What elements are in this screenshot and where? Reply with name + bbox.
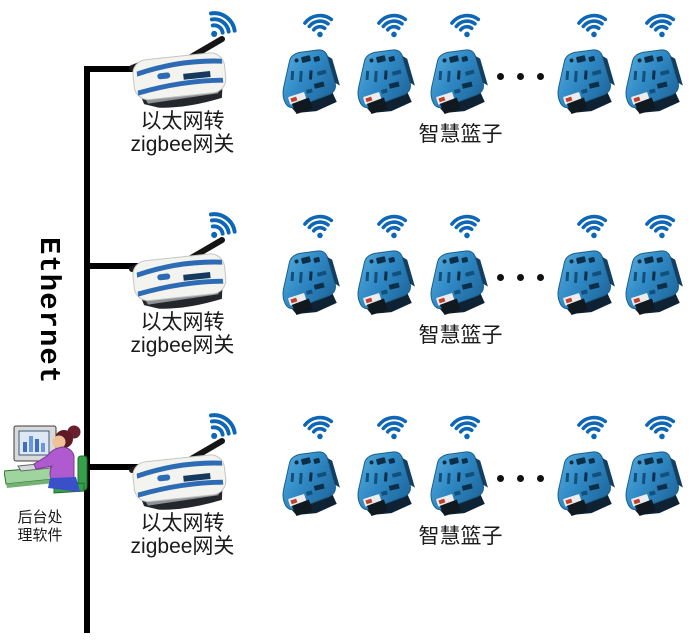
more-devices-ellipsis-icon [497, 73, 544, 80]
backend-software-label-line2: 理软件 [17, 527, 63, 544]
ellipsis-dot [497, 73, 504, 80]
gateway-label: 以太网转 zigbee网关 [110, 311, 255, 357]
zigbee-gateway-device [128, 237, 234, 309]
ellipsis-dot [517, 73, 524, 80]
smart-basket-device [544, 243, 617, 323]
smart-basket-device [269, 42, 342, 122]
branch-line-row3 [84, 464, 142, 470]
smart-basket-device [269, 444, 342, 524]
gateway-label-line2: zigbee网关 [130, 535, 235, 558]
network-segment-row-1: 以太网转 zigbee网关 智慧篮子 [0, 0, 695, 200]
wifi-icon [298, 7, 339, 42]
wifi-icon [372, 208, 413, 243]
wifi-icon [372, 409, 413, 444]
more-devices-ellipsis-icon [497, 274, 544, 281]
gateway-label-line2: zigbee网关 [130, 133, 235, 156]
wifi-icon [640, 409, 681, 444]
zigbee-gateway-device [128, 438, 234, 510]
ellipsis-dot [497, 274, 504, 281]
gateway-label: 以太网转 zigbee网关 [110, 512, 255, 558]
ellipsis-dot [517, 274, 524, 281]
wifi-icon [445, 208, 486, 243]
smart-basket-device [417, 444, 490, 524]
smart-basket-device [544, 444, 617, 524]
backend-software-label: 后台处 理软件 [0, 509, 80, 545]
smart-basket-device [544, 42, 617, 122]
branch-line-row1 [84, 66, 142, 72]
backend-software-label-line1: 后台处 [17, 509, 63, 526]
wifi-icon [640, 7, 681, 42]
wifi-icon [640, 208, 681, 243]
gateway-label-line1: 以太网转 [140, 311, 225, 334]
smart-basket-device [417, 243, 490, 323]
basket-group-label: 智慧篮子 [418, 324, 503, 347]
smart-basket-device [612, 444, 685, 524]
network-segment-row-2: 以太网转 zigbee网关 智慧篮子 [0, 201, 695, 401]
smart-basket-device [417, 42, 490, 122]
basket-group-label: 智慧篮子 [418, 525, 503, 548]
gateway-label-line1: 以太网转 [140, 512, 225, 535]
basket-group-label: 智慧篮子 [418, 123, 503, 146]
network-segment-row-3: 以太网转 zigbee网关 智慧篮子 [0, 402, 695, 602]
smart-basket-device [612, 42, 685, 122]
wifi-icon [445, 7, 486, 42]
gateway-label-line2: zigbee网关 [130, 334, 235, 357]
ellipsis-dot [537, 73, 544, 80]
wifi-icon [572, 208, 613, 243]
ellipsis-dot [497, 475, 504, 482]
smart-basket-device [612, 243, 685, 323]
ethernet-bus-label: Ethernet [32, 237, 65, 385]
wifi-icon [298, 208, 339, 243]
ethernet-bus-line [84, 66, 90, 633]
smart-basket-device [344, 444, 417, 524]
wifi-icon [572, 409, 613, 444]
branch-line-row2 [84, 263, 142, 269]
ellipsis-dot [517, 475, 524, 482]
wifi-icon [572, 7, 613, 42]
wifi-icon [372, 7, 413, 42]
wifi-icon [445, 409, 486, 444]
smart-basket-device [344, 42, 417, 122]
ellipsis-dot [537, 475, 544, 482]
zigbee-gateway-device [128, 36, 234, 108]
gateway-label-line1: 以太网转 [140, 110, 225, 133]
smart-basket-device [344, 243, 417, 323]
smart-basket-device [269, 243, 342, 323]
gateway-label: 以太网转 zigbee网关 [110, 110, 255, 156]
more-devices-ellipsis-icon [497, 475, 544, 482]
operator-at-computer-clipart [4, 422, 106, 512]
wifi-icon [298, 409, 339, 444]
ellipsis-dot [537, 274, 544, 281]
